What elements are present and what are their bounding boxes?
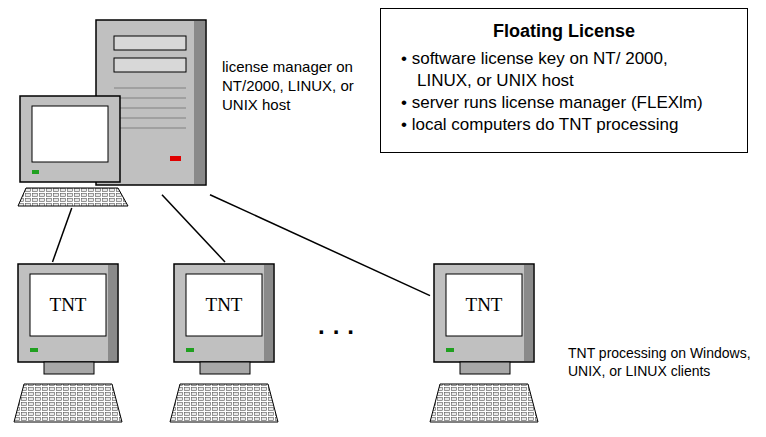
keyboard	[430, 384, 538, 422]
client-caption: TNT processing on Windows, UNIX, or LINU…	[568, 344, 760, 380]
vent-line	[114, 98, 186, 99]
screen-label: TNT	[30, 274, 106, 336]
power-led	[170, 156, 181, 161]
keyboard	[170, 384, 278, 422]
vent-line	[114, 88, 186, 89]
client-computer: TNT	[170, 262, 280, 430]
monitor-shade	[524, 265, 533, 361]
keyboard	[14, 384, 122, 422]
monitor-case	[18, 264, 118, 362]
monitor-led	[30, 348, 38, 352]
monitor-led	[186, 348, 194, 352]
tower-shade	[194, 21, 205, 184]
monitor-led	[32, 170, 39, 174]
vent-line	[114, 118, 186, 119]
vent-line	[114, 128, 186, 129]
bullet-item: • software license key on NT/ 2000, LINU…	[401, 48, 727, 92]
monitor-case	[174, 264, 274, 362]
network-link	[162, 195, 225, 262]
client-computer: TNT	[430, 262, 540, 430]
monitor-screen	[30, 274, 106, 336]
server-label: license manager on NT/2000, LINUX, or UN…	[222, 58, 372, 114]
client-icon	[14, 262, 124, 430]
vent-line	[114, 108, 186, 109]
server-icon	[18, 18, 210, 208]
screen-label: TNT	[446, 274, 522, 336]
bullet-item: • local computers do TNT processing	[401, 114, 727, 136]
box-heading: Floating License	[401, 21, 727, 42]
server-computer: license manager on NT/2000, LINUX, or UN…	[18, 18, 210, 208]
monitor-led	[446, 348, 454, 352]
screen-label: TNT	[186, 274, 262, 336]
info-box: Floating License • software license key o…	[380, 8, 748, 153]
monitor-case	[434, 264, 534, 362]
monitor-shade	[108, 265, 117, 361]
monitor-shade	[264, 265, 273, 361]
bullet-item: • server runs license manager (FLEXlm)	[401, 92, 727, 114]
monitor-screen	[186, 274, 262, 336]
monitor-stand	[460, 362, 510, 374]
monitor-stand	[200, 362, 250, 374]
drive-bay	[114, 36, 186, 50]
monitor-case	[20, 96, 120, 182]
client-icon	[170, 262, 280, 430]
monitor-stand	[44, 362, 94, 374]
monitor-screen	[446, 274, 522, 336]
client-icon	[430, 262, 540, 430]
ellipsis-mark: · · ·	[318, 318, 355, 346]
network-link	[53, 208, 72, 262]
client-computer: TNT	[14, 262, 124, 430]
drive-bay	[114, 58, 186, 72]
monitor-screen	[32, 106, 108, 162]
keyboard	[18, 188, 128, 206]
